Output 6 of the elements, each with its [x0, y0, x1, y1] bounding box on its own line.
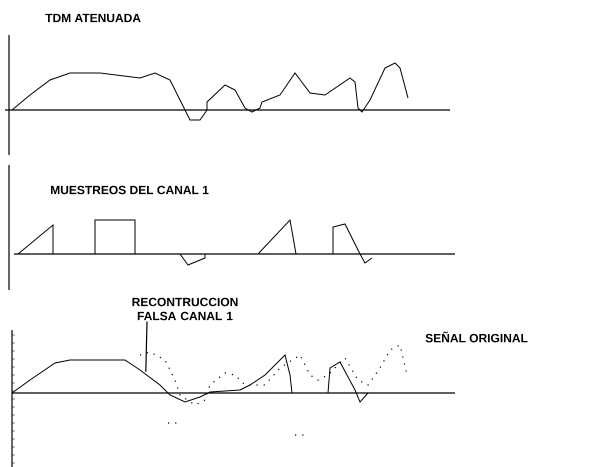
reconstructed-waveform: [12, 354, 368, 403]
leader-line: [145, 321, 148, 372]
annotation-text: RECONTRUCCION FALSA CANAL 1: [132, 298, 238, 320]
heading: MUESTREOS DEL CANAL 1: [51, 186, 209, 194]
heading: TDM ATENUADA: [45, 14, 141, 22]
heading: SEÑAL ORIGINAL: [426, 332, 528, 342]
